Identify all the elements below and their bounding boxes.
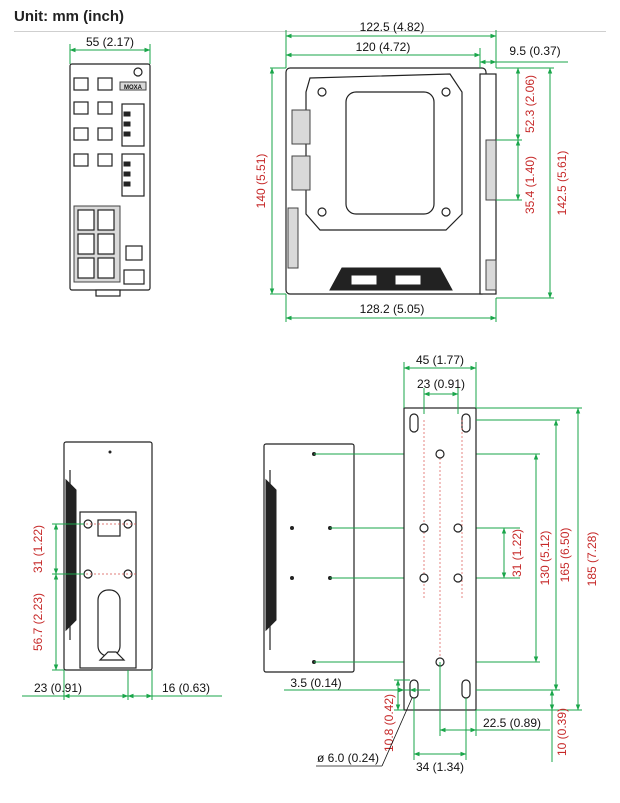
dim-wall-plate-width: 45 (1.77) [416,353,464,367]
power-led-icon [133,67,143,77]
dim-rear-din-height: 31 (1.22) [31,525,45,573]
din-spring-slot [97,589,121,657]
side-cover-panel [345,91,435,215]
wall-side-rail [265,478,277,632]
dim-side-rail-height: 35.4 (1.40) [523,156,537,214]
wall-housing [263,443,355,673]
logo-plate [119,81,147,91]
front-top-ports [73,77,113,167]
dim-side-height-overall: 142.5 (5.61) [555,151,569,216]
front-base-tab [95,289,121,297]
dim-side-bottom-depth: 128.2 (5.05) [360,302,425,316]
side-connectors [287,109,311,269]
dim-wall-inner-31: 31 (1.22) [510,529,524,577]
dim-wall-22-5: 22.5 (0.89) [483,716,541,730]
header-divider [14,31,606,32]
dim-wall-185: 185 (7.28) [585,532,599,587]
dim-rear-left-offset: 23 (0.91) [34,681,82,695]
dim-wall-10: 10 (0.39) [555,708,569,756]
dim-front-width: 55 (2.17) [86,35,134,49]
console-port [125,245,143,261]
wall-mount-view: 45 (1.77) 23 (0.91) 31 (1.22) 130 (5.12)… [263,353,599,774]
dim-wall-hole-dia: ø 6.0 (0.24) [317,751,379,765]
dim-rear-right-offset: 16 (0.63) [162,681,210,695]
dim-wall-165: 165 (6.50) [558,528,572,583]
rear-side-rail [65,478,77,632]
front-view: MOXA 55 (2.17) [69,35,151,297]
dim-side-rail-offset: 9.5 (0.37) [509,44,560,58]
front-sfp-slots [73,205,121,283]
dim-side-depth-overall: 122.5 (4.82) [360,20,425,34]
dim-side-depth: 120 (4.72) [356,40,411,54]
dim-wall-130: 130 (5.12) [538,531,552,586]
side-base-grip [329,267,453,291]
brand-logo: MOXA [124,85,143,91]
dim-rear-din-offset: 56.7 (2.23) [31,593,45,651]
dim-wall-3-5: 3.5 (0.14) [290,676,341,690]
front-terminal-blocks [121,103,145,197]
unit-label: Unit: mm (inch) [14,8,124,25]
usb-port [123,269,145,285]
dim-side-height: 140 (5.51) [254,154,268,209]
dim-side-top-offset: 52.3 (2.06) [523,75,537,133]
rear-view: 31 (1.22) 56.7 (2.23) 23 (0.91) 16 (0.63… [22,441,222,700]
dim-wall-10-8: 10.8 (0.42) [382,694,396,752]
side-view: 122.5 (4.82) 120 (4.72) 9.5 (0.37) 140 (… [254,20,569,322]
dim-wall-34: 34 (1.34) [416,760,464,774]
dim-wall-hole-pitch: 23 (0.91) [417,377,465,391]
